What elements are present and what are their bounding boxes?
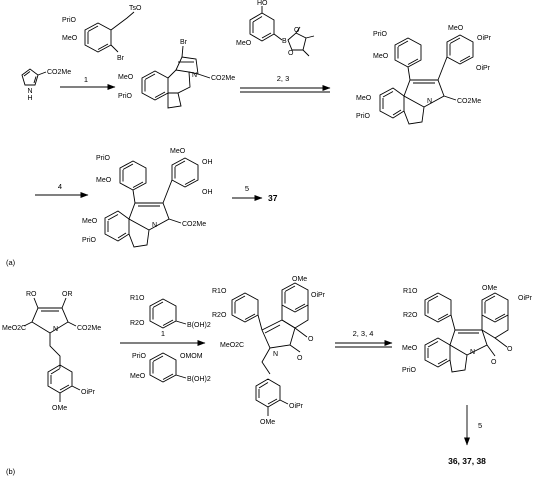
structure-pyrrole-diester: RO OR MeO2C CO2Me N OiPr OMe [2, 291, 101, 412]
atom-label: OMOM [180, 353, 203, 360]
atom-label: B(OH)2 [187, 322, 211, 329]
atom-label: PriO [132, 353, 147, 360]
atom-label: O [491, 359, 497, 366]
structure-pyrrole-ester: N H CO2Me [21, 68, 71, 102]
atom-label: N [192, 72, 197, 79]
atom-label: MeO [130, 373, 146, 380]
arrow-step-1: 1 [60, 75, 116, 90]
atom-label: N [273, 351, 278, 358]
panel-label-b: (b) [6, 467, 16, 476]
atom-label: B [282, 38, 287, 45]
atom-label: MeO [448, 25, 464, 32]
structure-boronic-acid-1: R1O R2O B(OH)2 [130, 295, 211, 329]
atom-label: MeO2C [220, 342, 244, 349]
atom-label: PriO [356, 113, 371, 120]
atom-label: OiPr [289, 403, 304, 410]
atom-label: R2O [403, 312, 418, 319]
step-label: 2, 3, 4 [353, 329, 374, 338]
atom-label: PriO [402, 367, 417, 374]
atom-label: O [308, 336, 314, 343]
atom-label: O [294, 27, 300, 34]
panel-label-a: (a) [6, 258, 16, 267]
atom-label: R1O [130, 295, 145, 302]
atom-label: HO [257, 0, 268, 7]
atom-label: OiPr [477, 35, 492, 42]
atom-label: Br [180, 39, 188, 46]
atom-label: OMe [260, 419, 275, 426]
atom-label: MeO [402, 345, 418, 352]
atom-label: MeO [170, 148, 186, 155]
atom-label: OiPr [518, 295, 533, 302]
atom-label: B(OH)2 [187, 376, 211, 383]
atom-label: CO2Me [182, 221, 206, 228]
atom-label: N [27, 88, 32, 95]
atom-label: N [152, 222, 157, 229]
atom-label: MeO [236, 40, 252, 47]
atom-label: MeO [62, 35, 78, 42]
atom-label: O [297, 355, 303, 362]
structure-aryl-boronate: HO MeO B O O [236, 0, 315, 57]
structure-boronic-acid-2: PriO OMOM MeO B(OH)2 [130, 352, 211, 383]
arrow-step-1-b: 1 [120, 329, 206, 346]
structure-dihydroxy-intermediate: PriO MeO MeO OH OH MeO PriO N CO2Me [82, 148, 213, 248]
atom-label: CO2Me [77, 325, 101, 332]
atom-label: OiPr [311, 292, 326, 299]
atom-label: OiPr [81, 389, 96, 396]
atom-label: MeO2C [2, 325, 26, 332]
atom-label: CO2Me [457, 98, 481, 105]
atom-label: OR [62, 291, 73, 298]
atom-label: MeO [96, 177, 112, 184]
arrow-step-4: 4 [35, 182, 89, 198]
atom-label: OMe [292, 276, 307, 283]
atom-label: OH [202, 189, 213, 196]
atom-label: PriO [96, 155, 111, 162]
step-label: 5 [245, 184, 249, 193]
structure-diaryl-intermediate: PriO MeO MeO OiPr OiPr MeO PriO N CO2Me [356, 25, 492, 125]
atom-label: OiPr [476, 65, 491, 72]
atom-label: RO [26, 291, 37, 298]
arrow-step-5-a: 5 37 [232, 184, 278, 203]
compound-number: 36, 37, 38 [448, 456, 486, 466]
atom-label: H [27, 95, 32, 102]
atom-label: MeO [82, 218, 98, 225]
step-label: 5 [478, 421, 482, 430]
atom-label: OMe [52, 405, 67, 412]
atom-label: R2O [130, 320, 145, 327]
structure-bromoaryl-tosylate: PriO MeO Br TsO [62, 5, 142, 62]
atom-label: R1O [403, 288, 418, 295]
atom-label: TsO [129, 5, 142, 12]
atom-label: R2O [212, 312, 227, 319]
step-label: 2, 3 [277, 74, 290, 83]
atom-label: O [288, 50, 294, 57]
atom-label: CO2Me [47, 69, 71, 76]
atom-label: R1O [212, 288, 227, 295]
structure-lamellarin-product: R1O R2O OMe OiPr MeO PriO N O O [402, 285, 533, 374]
atom-label: N [53, 326, 58, 333]
arrow-step-2-3-4: 2, 3, 4 [335, 329, 393, 348]
structure-bromo-core: Br MeO PriO N CO2Me [118, 39, 235, 109]
atom-label: PriO [82, 237, 97, 244]
arrow-step-5-b: 5 36, 37, 38 [448, 405, 486, 466]
atom-label: MeO [356, 95, 372, 102]
step-label: 1 [161, 329, 165, 338]
atom-label: OMe [482, 285, 497, 292]
step-label: 1 [84, 75, 88, 84]
atom-label: O [507, 346, 513, 353]
arrow-step-2-3: 2, 3 [240, 74, 331, 93]
atom-label: PriO [373, 31, 388, 38]
atom-label: OH [202, 159, 213, 166]
atom-label: N [470, 349, 475, 356]
step-label: 4 [58, 182, 62, 191]
compound-number: 37 [268, 193, 278, 203]
atom-label: N [427, 98, 432, 105]
structure-lactone-intermediate: R1O R2O OMe OiPr MeO2C N O O OiPr OMe [212, 276, 326, 426]
atom-label: CO2Me [211, 75, 235, 82]
atom-label: PriO [62, 17, 77, 24]
atom-label: Br [117, 55, 125, 62]
atom-label: PriO [118, 93, 133, 100]
atom-label: MeO [118, 74, 134, 81]
atom-label: MeO [373, 53, 389, 60]
